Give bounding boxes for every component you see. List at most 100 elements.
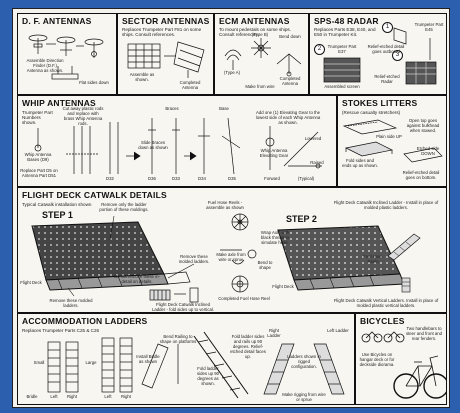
stokes-title: STOKES LITTERS	[342, 98, 418, 108]
stokes-label-etched: Etched side DOWN	[416, 146, 440, 156]
accommodation-title: ACCOMMODATION LADDERS	[22, 316, 148, 326]
whip-typical: (Typical)	[297, 176, 315, 181]
bicycle-drawing	[361, 331, 446, 399]
bicycles-caption: Use Bicycles on hangar deck or for decks…	[359, 352, 395, 367]
sector-caption-completed: Completed Antenna	[179, 80, 201, 90]
accommodation-large: Large	[85, 360, 97, 365]
whip-part-d36: D36	[148, 176, 156, 181]
sector-title: SECTOR ANTENNAS	[122, 16, 210, 26]
whip-part-d35: D35	[228, 176, 236, 181]
whip-part-d33: D33	[172, 176, 180, 181]
catwalk-fuel-hose-reels: Fuel Hose Reels	[363, 254, 383, 264]
catwalk-flight-deck-1: Flight Deck	[20, 280, 42, 285]
df-caption-assemble: Assemble Direction Finder (D.F.) Antenna…	[26, 58, 64, 73]
catwalk-title: FLIGHT DECK CATWALK DETAILS	[22, 190, 167, 200]
catwalk-bend-shape: Bend to shape	[257, 260, 273, 270]
accommodation-left-ladder: Left Ladder	[327, 328, 349, 333]
sps-label-assembled: Assembled screen	[324, 84, 360, 89]
ecm-title: ECM ANTENNAS	[219, 16, 290, 26]
df-title: D. F. ANTENNAS	[22, 16, 92, 26]
stokes-litter-drawing	[342, 119, 443, 163]
accommodation-install-bridle: Install Bridle as shown	[136, 354, 160, 364]
accommodation-bridle: Bridle	[26, 394, 38, 399]
ecm-subtitle: To mount pedestals on some ships. Consul…	[219, 27, 292, 37]
panel-ecm-antennas: ECM ANTENNAS To mount pedestals on some …	[214, 13, 309, 95]
stokes-label-plain: Plain side UP	[376, 134, 402, 139]
accommodation-small: Small	[33, 360, 45, 365]
bicycles-title: BICYCLES	[360, 316, 405, 326]
catwalk-remove-molded-1: Remove these molded ladders.	[178, 254, 210, 264]
catwalk-step-2: STEP 2	[286, 214, 317, 224]
accommodation-right-1: Right	[66, 394, 78, 399]
whip-add: Add one (1) Elevating Gear to the lowest…	[255, 110, 321, 125]
catwalk-remove-molded-2: Remove these molded ladders.	[49, 298, 93, 308]
sps-label-etched-outboard: Relief-etched detail goes outboard	[367, 44, 405, 54]
panel-whip-antennas: WHIP ANTENNAS Trumpeter Part Numbers sho…	[17, 95, 337, 187]
sector-subtitle: Replaces Trumpeter Part F81 on some ship…	[122, 27, 202, 37]
stokes-caption-etched: Relief-etched detail goes on bottom.	[402, 170, 440, 180]
catwalk-fuel-reels-assemble: Fuel Hose Reels - assemble as shown	[206, 200, 244, 210]
whip-base: Base	[219, 106, 229, 111]
sector-antenna-drawing	[127, 41, 205, 78]
panel-stokes-litters: STOKES LITTERS (Rescue casualty stretche…	[337, 95, 447, 187]
accommodation-fold-sides: Fold ladder sides and rails up 90 degree…	[230, 334, 266, 359]
accommodation-subtitle: Replaces Trumpeter Parts C25 & C26	[22, 328, 100, 333]
sps-label-trumpeter-e37: Trumpeter Part E37	[327, 44, 357, 54]
catwalk-step-1: STEP 1	[42, 210, 73, 220]
whip-cut: Cut away plastic rods and replace with b…	[62, 106, 104, 126]
bicycles-subtitle: Two handlebars to steer and front and re…	[405, 326, 443, 341]
catwalk-flight-deck-2: Flight Deck	[272, 284, 294, 289]
whip-forward: Forward	[264, 176, 280, 181]
whip-trumpeter: Trumpeter Part Numbers shown.	[22, 110, 53, 125]
stokes-caption-fold: Fold sides and ends up as shown.	[342, 158, 378, 168]
whip-raised: Raised	[310, 160, 324, 165]
ecm-antenna-drawing	[224, 38, 302, 77]
catwalk-remove-ladder-portion: Remove only the ladder portion of these …	[99, 202, 149, 212]
accommodation-make-rigging: Make rigging from wire or sprue	[282, 392, 326, 402]
whip-title: WHIP ANTENNAS	[22, 98, 96, 108]
accommodation-bend-railing: Bend Railing to shape on platforms	[159, 334, 197, 344]
catwalk-completed-reel: Completed Fuel Hose Reel	[218, 296, 270, 301]
stokes-caption-open-top: Open top goes against bulkhead when stow…	[406, 118, 440, 133]
sps-step-1: 1	[382, 22, 393, 33]
accommodation-rigged: Ladders shown in rigged configuration.	[287, 354, 321, 369]
df-caption-flat: Flat sides down	[79, 80, 109, 85]
catwalk-inclined-install: Flight Deck Catwalk Inclined Ladder - In…	[333, 200, 439, 210]
sps-label-radar: Relief-etched Radar	[374, 74, 400, 84]
whip-replace: Replace Part D5 on Antenna Part D51	[20, 168, 58, 178]
df-antenna-drawing	[28, 34, 104, 80]
ecm-label-make: Make from wire	[245, 84, 275, 89]
panel-sps48-radar: SPS-48 RADAR Replaces Parts E38, E40, an…	[309, 13, 447, 95]
whip-antenna-drawing	[34, 117, 322, 175]
accommodation-right-ladder: Right Ladder	[267, 328, 281, 338]
sps-title: SPS-48 RADAR	[314, 16, 379, 26]
sps-subtitle: Replaces Parts E38, E40, and E50 in Trum…	[314, 27, 376, 37]
accommodation-left-1: Left	[50, 394, 58, 399]
whip-part-d32: D32	[106, 176, 114, 181]
whip-gear: Whip Antenna Elevating Gear	[259, 148, 289, 158]
ecm-label-completed: Completed Antenna	[279, 76, 301, 86]
sps-radar-drawing	[323, 27, 437, 85]
panel-bicycles: BICYCLES Two handlebars to steer and fro…	[355, 313, 447, 405]
sps-step-3: 3	[392, 50, 403, 61]
instruction-sheet: D. F. ANTENNAS Assemble Direction Finder…	[12, 8, 450, 408]
ecm-label-type-b: (Type B)	[251, 32, 269, 37]
ecm-label-bend: Bend down	[279, 34, 301, 39]
accommodation-fold-90: Fold ladder sides up 90 degrees as shown…	[197, 366, 219, 386]
catwalk-vertical-ladders: Flight Deck Catwalk Vertical Ladders. In…	[333, 298, 439, 308]
sps-label-trumpeter-e45: Trumpeter Part E45	[414, 22, 444, 32]
catwalk-not-remove: Do not remove these in-detail on details…	[114, 274, 160, 284]
panel-accommodation-ladders: ACCOMMODATION LADDERS Replaces Trumpeter…	[17, 313, 355, 405]
panel-catwalk: FLIGHT DECK CATWALK DETAILS Typical Catw…	[17, 187, 447, 313]
catwalk-wrap-axle: Wrap Axle with black thread to simulate …	[260, 230, 290, 245]
accommodation-right-2: Right	[120, 394, 132, 399]
whip-braces: Braces	[165, 106, 179, 111]
whip-part-d34: D34	[198, 176, 206, 181]
ecm-label-type-a: (Type A)	[224, 70, 240, 75]
catwalk-step1-drawing	[31, 213, 421, 303]
whip-lowered: Lowered	[304, 136, 322, 141]
panel-sector-antennas: SECTOR ANTENNAS Replaces Trumpeter Part …	[117, 13, 214, 95]
accommodation-left-2: Left	[104, 394, 112, 399]
catwalk-inclined-fold: Flight Deck Catwalk Inclined Ladder - fo…	[151, 302, 215, 312]
whip-bases: Whip Antenna Bases (D9)	[24, 152, 52, 162]
